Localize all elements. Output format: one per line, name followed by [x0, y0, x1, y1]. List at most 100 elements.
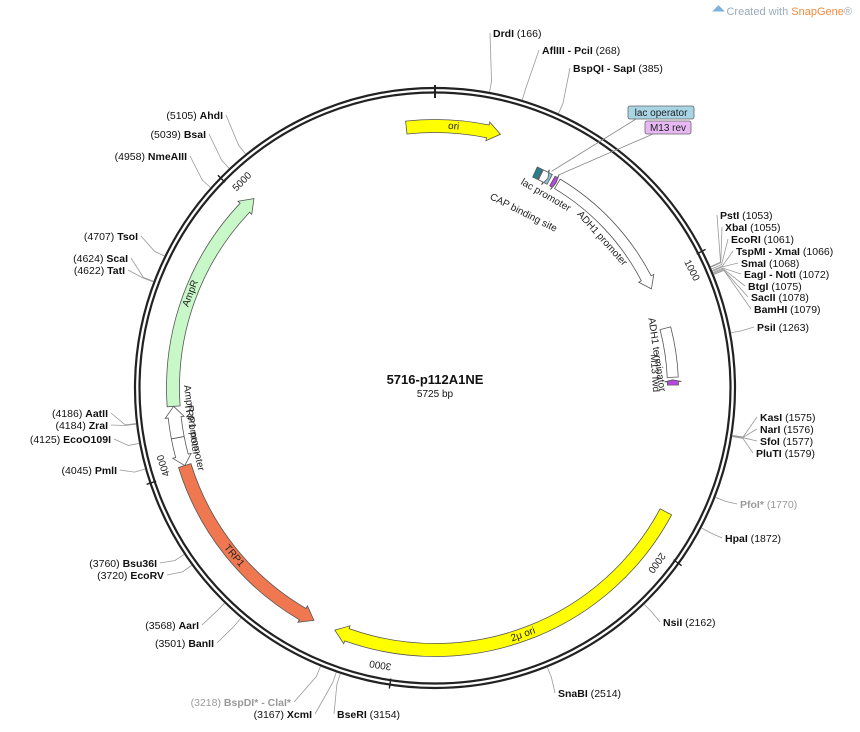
- site-paren: (: [62, 465, 66, 477]
- site-kasi[interactable]: KasI (1575): [732, 412, 815, 438]
- site-name: Bsu36I: [123, 558, 158, 570]
- feature-cap-binding-site-shape[interactable]: [532, 166, 544, 180]
- site-pluti-label[interactable]: PluTI (1579): [756, 448, 815, 460]
- site-xcmi-label[interactable]: (3167) XcmI: [254, 709, 312, 721]
- site-xbai[interactable]: XbaI (1055): [710, 222, 781, 268]
- site-pmli-label[interactable]: (4045) PmlI: [62, 465, 118, 477]
- feature-lac-operator[interactable]: lac operator: [542, 105, 695, 185]
- site-bspqi-sapi-label[interactable]: BspQI - SapI (385): [573, 63, 663, 75]
- site-bseri[interactable]: BseRI (3154): [333, 673, 400, 721]
- site-smai[interactable]: SmaI (1068): [712, 258, 799, 272]
- site-paren: (: [151, 129, 155, 141]
- site-zrai[interactable]: (4184) ZraI: [55, 420, 137, 432]
- site-gap: (: [761, 234, 768, 246]
- site-sacii-label[interactable]: SacII (1078): [751, 292, 809, 304]
- feature-lac-promoter-shape[interactable]: [537, 169, 550, 185]
- site-sfoi[interactable]: SfoI (1577): [732, 435, 813, 448]
- site-ecorv-label[interactable]: (3720) EcoRV: [97, 570, 164, 582]
- site-bspdi-clai[interactable]: (3218) BspDI* - ClaI*: [191, 666, 321, 709]
- feature-ori[interactable]: ori: [405, 119, 502, 142]
- feature-2-ori-shape[interactable]: [334, 508, 673, 657]
- site-bsu36i-label[interactable]: (3760) Bsu36I: [89, 558, 157, 570]
- site-bspdi-clai-label[interactable]: (3218) BspDI* - ClaI*: [191, 697, 292, 709]
- site-xbai-label[interactable]: XbaI (1055): [725, 222, 780, 234]
- feature-ampr-promoter-shape[interactable]: [164, 405, 185, 440]
- site-tspmi-xmai-label[interactable]: TspMI - XmaI (1066): [736, 246, 833, 258]
- site-ahdi[interactable]: (5105) AhdI: [166, 110, 246, 155]
- site-pmli[interactable]: (4045) PmlI: [62, 465, 146, 477]
- site-paren: (: [84, 231, 88, 243]
- site-psti-label[interactable]: PstI (1053): [720, 210, 773, 222]
- site-ecori-label[interactable]: EcoRI (1061): [731, 234, 794, 246]
- site-drdi[interactable]: DrdI (166): [489, 28, 542, 93]
- feature-adh1-promoter-shape[interactable]: [553, 178, 655, 290]
- site-ecorv[interactable]: (3720) EcoRV: [97, 564, 192, 582]
- site-bsai-label[interactable]: (5039) BsaI: [151, 129, 207, 141]
- feature-m13-rev[interactable]: M13 rev: [549, 120, 692, 190]
- site-aari[interactable]: (3568) AarI: [145, 602, 225, 632]
- feature-adh1-terminator-shape[interactable]: [659, 326, 679, 378]
- feature-m13-fwd-shape[interactable]: [664, 379, 682, 386]
- site-tsoi-label[interactable]: (4707) TsoI: [84, 231, 138, 243]
- site-snabi[interactable]: SnaBI (2514): [546, 667, 621, 700]
- feature-ori-shape[interactable]: [405, 119, 502, 142]
- site-nmeaiii-label[interactable]: (4958) NmeAIII: [115, 151, 187, 163]
- feature-ampr-shape[interactable]: [166, 198, 255, 408]
- site-smai-label[interactable]: SmaI (1068): [741, 258, 799, 270]
- site-pfoi-label[interactable]: PfoI* (1770): [740, 499, 797, 511]
- site-aatii-label[interactable]: (4186) AatII: [52, 408, 108, 420]
- site-tsoi[interactable]: (4707) TsoI: [84, 231, 165, 257]
- site-afliii-pcii[interactable]: AflIII - PciI (268): [521, 45, 620, 101]
- feature-m13-fwd[interactable]: M13 fwd: [648, 354, 682, 392]
- feature-trp1[interactable]: TRP1: [178, 463, 315, 623]
- site-pluti[interactable]: PluTI (1579): [731, 436, 815, 460]
- site-bspqi-sapi[interactable]: BspQI - SapI (385): [558, 63, 663, 114]
- site-xcmi[interactable]: (3167) XcmI: [254, 672, 337, 721]
- site-bseri-label[interactable]: BseRI (3154): [337, 709, 400, 721]
- feature-trp1-shape[interactable]: [178, 463, 315, 623]
- site-scai-label[interactable]: (4624) ScaI: [73, 253, 128, 265]
- site-aari-label[interactable]: (3568) AarI: [145, 620, 199, 632]
- site-psti[interactable]: PstI (1053): [710, 210, 773, 267]
- site-banii[interactable]: (3501) BanII: [155, 617, 242, 650]
- site-tspmi-xmai[interactable]: TspMI - XmaI (1066): [711, 246, 833, 271]
- site-nari[interactable]: NarI (1576): [732, 424, 814, 438]
- site-ecori[interactable]: EcoRI (1061): [711, 234, 794, 270]
- site-psii[interactable]: PsiI (1263): [730, 322, 809, 334]
- site-bsai[interactable]: (5039) BsaI: [151, 129, 230, 169]
- site-snabi-label[interactable]: SnaBI (2514): [558, 688, 621, 700]
- site-bamhi[interactable]: BamHI (1079): [713, 269, 821, 316]
- site-nmeaiii[interactable]: (4958) NmeAIII: [115, 151, 211, 188]
- site-aatii[interactable]: (4186) AatII: [52, 408, 137, 426]
- site-tati[interactable]: (4622) TatI: [74, 265, 154, 283]
- site-sfoi-label[interactable]: SfoI (1577): [760, 436, 813, 448]
- feature-m13-rev-shape[interactable]: [549, 174, 560, 190]
- site-banii-label[interactable]: (3501) BanII: [155, 638, 214, 650]
- site-bsu36i[interactable]: (3760) Bsu36I: [89, 554, 185, 570]
- site-nsii-label[interactable]: NsiI (2162): [663, 617, 716, 629]
- site-eagi-noti-label[interactable]: EagI - NotI (1072): [744, 269, 829, 281]
- site-drdi-label[interactable]: DrdI (166): [493, 28, 541, 40]
- site-kasi-label[interactable]: KasI (1575): [760, 412, 815, 424]
- site-nsii[interactable]: NsiI (2162): [643, 604, 716, 629]
- site-ahdi-label[interactable]: (5105) AhdI: [166, 110, 223, 122]
- site-btgi-label[interactable]: BtgI (1075): [748, 281, 802, 293]
- site-afliii-pcii-label[interactable]: AflIII - PciI (268): [542, 45, 620, 57]
- site-sacii[interactable]: SacII (1078): [713, 269, 809, 304]
- site-tati-label[interactable]: (4622) TatI: [74, 265, 125, 277]
- site-bamhi-label[interactable]: BamHI (1079): [754, 304, 821, 316]
- site-psii-label[interactable]: PsiI (1263): [757, 322, 809, 334]
- site-ecoo109i[interactable]: (4125) EcoO109I: [30, 434, 140, 446]
- site-hpai[interactable]: HpaI (1872): [701, 527, 781, 545]
- site-nari-label[interactable]: NarI (1576): [760, 424, 814, 436]
- site-zrai-label[interactable]: (4184) ZraI: [55, 420, 108, 432]
- feature-adh1-promoter[interactable]: ADH1 promoter: [553, 178, 655, 290]
- site-scai[interactable]: (4624) ScaI: [73, 253, 154, 282]
- site-ecoo109i-label[interactable]: (4125) EcoO109I: [30, 434, 111, 446]
- site-hpai-label[interactable]: HpaI (1872): [725, 533, 781, 545]
- site-eagi-noti[interactable]: EagI - NotI (1072): [712, 267, 829, 281]
- feature-2-ori[interactable]: 2μ ori: [334, 508, 673, 657]
- tick-label-1000: 1000: [681, 258, 701, 283]
- site-pfoi[interactable]: PfoI* (1770): [715, 496, 797, 511]
- site-btgi[interactable]: BtgI (1075): [713, 268, 802, 293]
